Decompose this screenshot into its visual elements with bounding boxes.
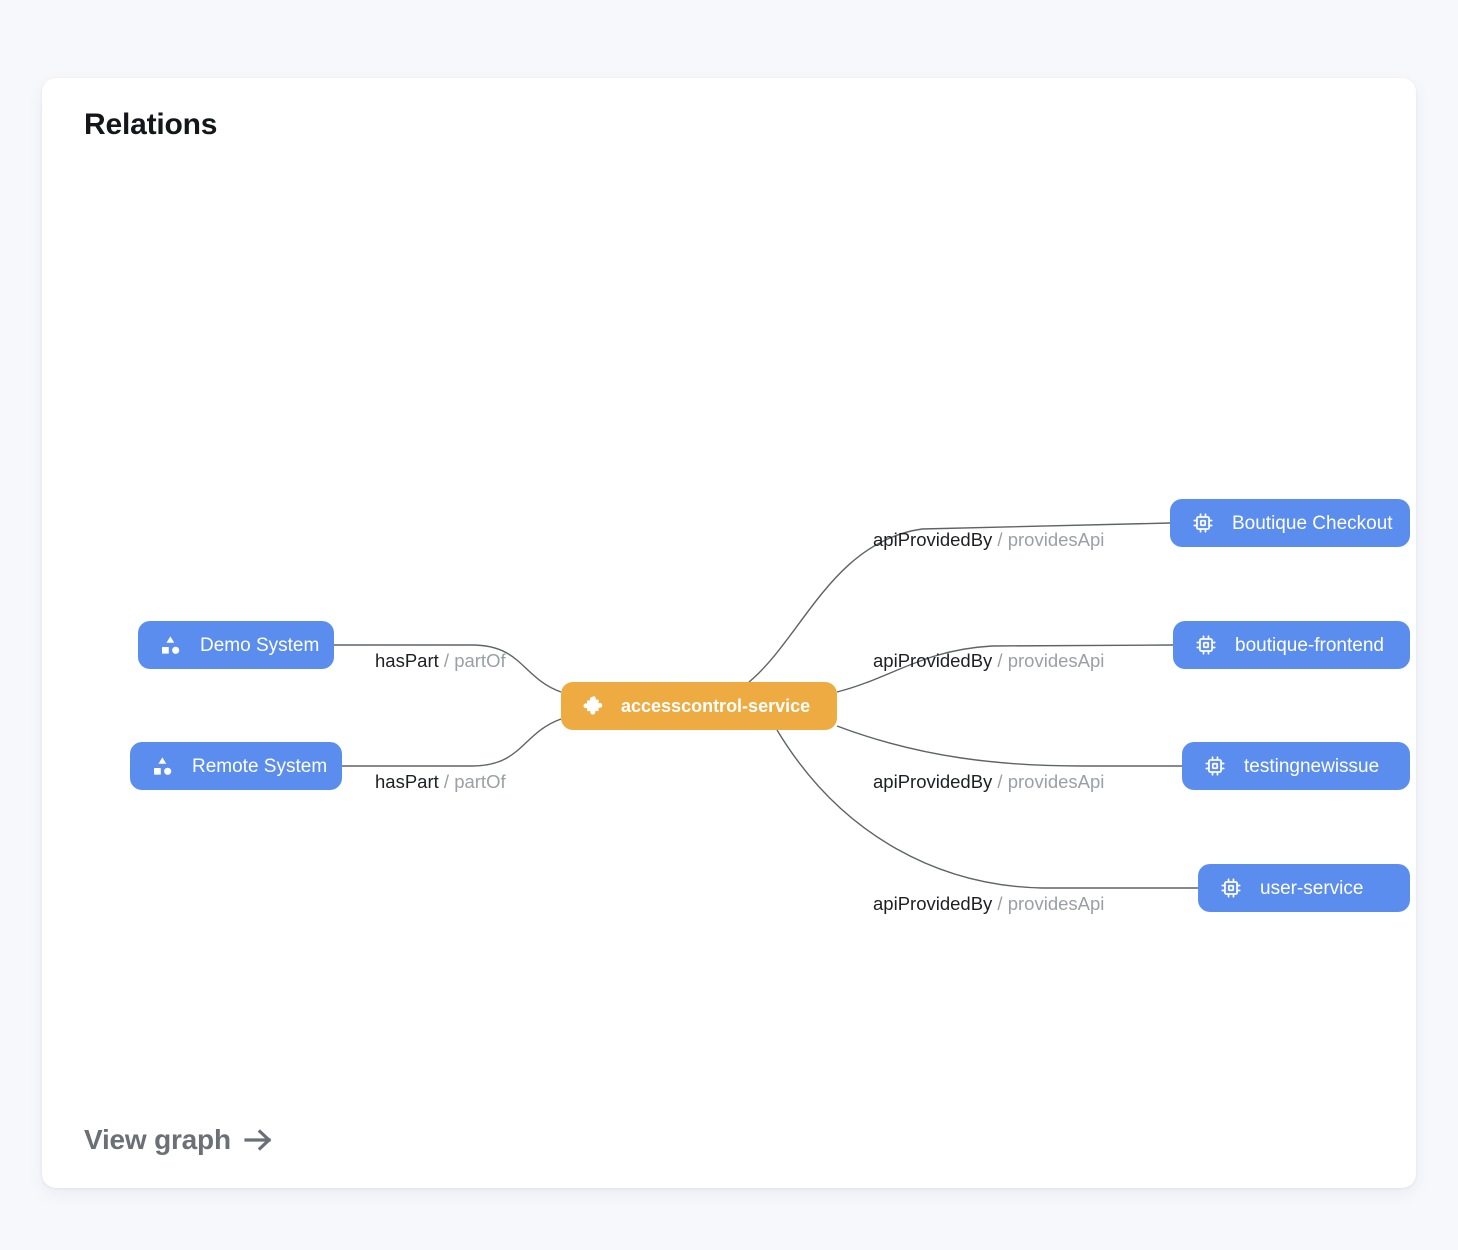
graph-node-component[interactable]: user-service — [1198, 864, 1410, 912]
edge-label-boutique-checkout: apiProvidedBy / providesApi — [873, 528, 1105, 550]
node-label: Remote System — [192, 755, 328, 777]
shapes-icon — [152, 755, 174, 777]
edge-label-reverse: partOf — [454, 649, 506, 671]
page-title: Relations — [84, 108, 218, 141]
edge-label-forward: apiProvidedBy — [873, 649, 993, 671]
graph-node-system[interactable]: Remote System — [130, 742, 342, 790]
edge-label-demo-system: hasPart / partOf — [375, 649, 506, 671]
graph-node-component[interactable]: boutique-frontend — [1173, 621, 1410, 669]
node-label: Demo System — [200, 634, 320, 656]
edge-label-reverse: providesApi — [1007, 892, 1105, 914]
edge-label-reverse: providesApi — [1007, 528, 1105, 550]
puzzle-piece-icon — [583, 695, 605, 717]
node-label: user-service — [1260, 877, 1364, 899]
edge-label-forward: apiProvidedBy — [873, 528, 993, 550]
edge-label-separator: / — [992, 528, 1008, 550]
edge-label-forward: hasPart — [375, 649, 439, 671]
graph-node-component[interactable]: testingnewissue — [1182, 742, 1410, 790]
edge-label-testingnewissue: apiProvidedBy / providesApi — [873, 770, 1105, 792]
edge-testingnewissue — [836, 725, 1182, 767]
edge-demo-system — [334, 644, 562, 693]
edge-label-separator: / — [438, 649, 455, 671]
edge-label-reverse: providesApi — [1007, 649, 1105, 671]
node-label: boutique-frontend — [1235, 634, 1384, 656]
graph-node-system[interactable]: Demo System — [138, 621, 334, 669]
cpu-chip-icon — [1192, 512, 1214, 534]
shapes-icon — [160, 634, 182, 656]
edge-label-forward: apiProvidedBy — [873, 770, 993, 792]
view-graph-label: View graph — [84, 1124, 231, 1155]
edge-label-forward: hasPart — [375, 770, 439, 792]
node-label: Boutique Checkout — [1232, 512, 1393, 534]
edge-label-reverse: partOf — [454, 770, 506, 792]
cpu-chip-icon — [1204, 755, 1226, 777]
edge-label-user-service: apiProvidedBy / providesApi — [873, 892, 1105, 914]
edge-label-remote-system: hasPart / partOf — [375, 770, 506, 792]
edge-label-separator: / — [992, 770, 1008, 792]
edge-label-boutique-frontend: apiProvidedBy / providesApi — [873, 649, 1105, 671]
edge-label-reverse: providesApi — [1007, 770, 1105, 792]
node-label: testingnewissue — [1244, 755, 1380, 777]
graph-edges — [334, 522, 1198, 889]
edge-label-forward: apiProvidedBy — [873, 892, 993, 914]
edge-label-separator: / — [438, 770, 455, 792]
graph-node-center[interactable]: accesscontrol-service — [561, 682, 837, 730]
edge-user-service — [776, 729, 1198, 889]
cpu-chip-icon — [1195, 634, 1217, 656]
edge-remote-system — [342, 718, 562, 767]
edge-boutique-frontend — [836, 644, 1174, 693]
edge-boutique-checkout — [748, 522, 1171, 683]
cpu-chip-icon — [1220, 877, 1242, 899]
node-label: accesscontrol-service — [621, 696, 811, 716]
edge-label-separator: / — [992, 892, 1008, 914]
view-graph-link[interactable]: View graph — [84, 1124, 273, 1156]
edge-label-separator: / — [992, 649, 1008, 671]
arrow-right-icon — [243, 1127, 273, 1153]
graph-node-component[interactable]: Boutique Checkout — [1170, 499, 1410, 547]
